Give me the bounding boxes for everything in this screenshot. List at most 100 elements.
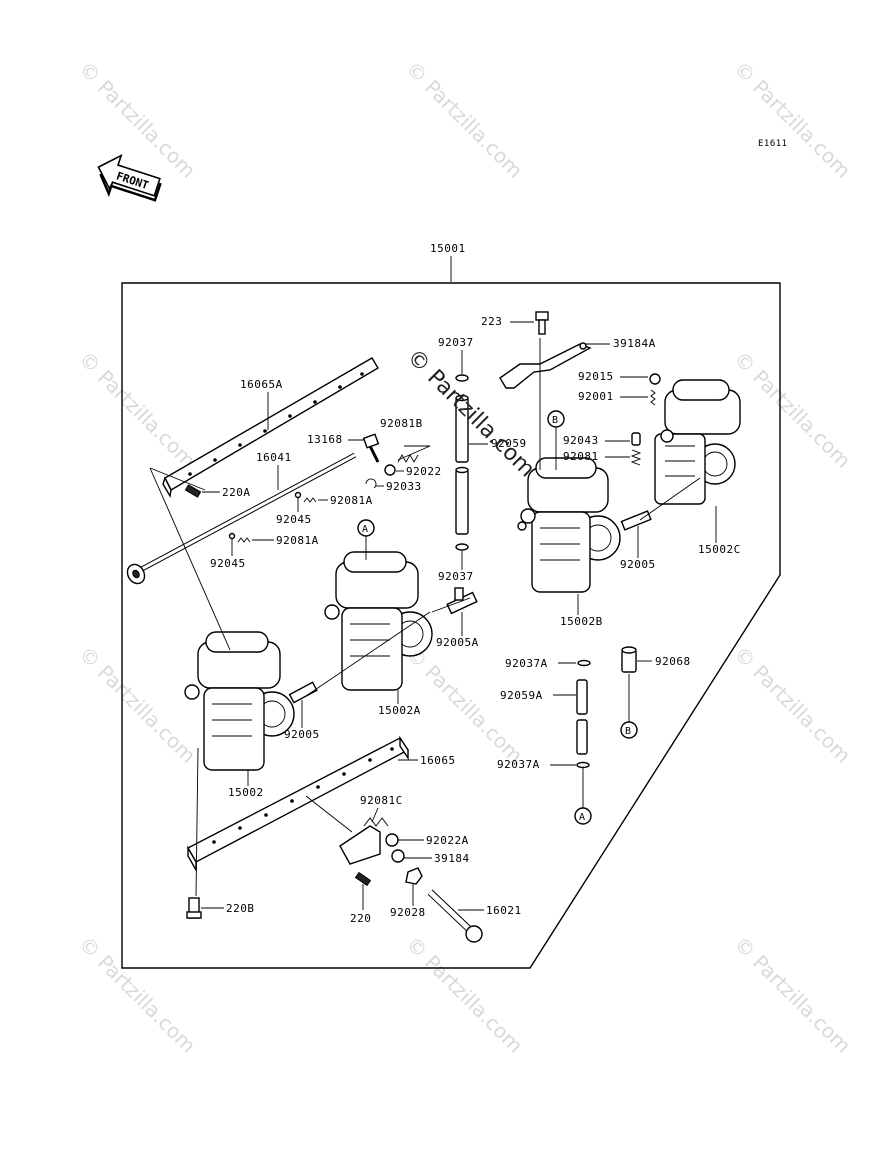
ref-B-upper-text: B <box>552 415 559 426</box>
bolt-223 <box>535 311 549 335</box>
spring-92022A <box>385 833 405 863</box>
rail-16065 <box>187 735 410 873</box>
label-92001: 92001 <box>578 390 614 403</box>
part-labels: 223 39184A 92037 92015 92001 16065A 9208… <box>201 315 741 925</box>
label-16021: 16021 <box>486 904 522 917</box>
label-220B: 220B <box>226 902 255 915</box>
label-16065A: 16065A <box>240 378 283 391</box>
ref-A-upper: A <box>357 519 375 537</box>
label-92081A-2: 92081A <box>276 534 319 547</box>
tube-92059A-upper <box>576 679 588 715</box>
label-92045-1: 92045 <box>276 513 312 526</box>
label-92081: 92081 <box>563 450 599 463</box>
label-92045-2: 92045 <box>210 557 246 570</box>
cap-92037-top <box>455 374 469 382</box>
label-220: 220 <box>350 912 371 925</box>
cap-92037-mid <box>455 543 469 551</box>
bracket-39184A <box>499 342 592 389</box>
washer-92022 <box>384 464 396 476</box>
rod-16041 <box>126 452 357 585</box>
tube-92059 <box>455 394 469 535</box>
label-92022A: 92022A <box>426 834 469 847</box>
label-92068: 92068 <box>655 655 691 668</box>
label-92037-mid: 92037 <box>438 570 474 583</box>
label-92043: 92043 <box>563 434 599 447</box>
bracket-39184 <box>339 817 389 865</box>
assembly-label: 15001 <box>430 242 466 255</box>
ref-B-lower-text: B <box>625 726 632 737</box>
watermark-2: © Partzilla.com <box>401 57 527 183</box>
plunger-92043 <box>631 432 641 446</box>
label-92005-left: 92005 <box>284 728 320 741</box>
label-15002: 15002 <box>228 786 264 799</box>
carburetor-15002B <box>517 457 621 593</box>
front-arrow-icon: FRONT <box>97 153 162 202</box>
tube-92059A-lower <box>576 719 588 755</box>
watermark-3: © Partzilla.com <box>729 57 855 183</box>
label-92005A: 92005A <box>436 636 479 649</box>
carburetor-15002A <box>324 551 433 691</box>
label-92081A-1: 92081A <box>330 494 373 507</box>
label-15002C: 15002C <box>698 543 741 556</box>
pipe-92005-left <box>288 681 318 704</box>
label-92037A-2: 92037A <box>497 758 540 771</box>
label-16041: 16041 <box>256 451 292 464</box>
nut-92028 <box>405 867 423 885</box>
carburetor-15002C <box>654 379 741 505</box>
watermark-8: © Partzilla.com <box>729 642 855 768</box>
pipe-92005-right <box>620 510 652 531</box>
ref-A-lower-text: A <box>579 812 586 823</box>
label-39184: 39184 <box>434 852 470 865</box>
watermark-4: © Partzilla.com <box>74 347 200 473</box>
watermark-5: © Partzilla.com <box>729 347 855 473</box>
label-223: 223 <box>481 315 502 328</box>
label-92037A-1: 92037A <box>505 657 548 670</box>
label-13168: 13168 <box>307 433 343 446</box>
screw-220A <box>184 484 202 498</box>
ref-B-lower: B <box>620 721 638 739</box>
ref-B-upper: B <box>547 410 565 428</box>
watermark-1: © Partzilla.com <box>74 57 200 183</box>
label-92022: 92022 <box>406 465 442 478</box>
label-92033: 92033 <box>386 480 422 493</box>
bolt-220B <box>186 897 202 919</box>
spring-92081A-1 <box>303 497 317 503</box>
spring-92081B <box>397 454 419 463</box>
watermark-11: © Partzilla.com <box>729 932 855 1058</box>
label-92037-top: 92037 <box>438 336 474 349</box>
ball-92045-2 <box>228 532 236 540</box>
label-39184A: 39184A <box>613 337 656 350</box>
label-92059A: 92059A <box>500 689 543 702</box>
clip-92033 <box>365 478 377 489</box>
label-92028: 92028 <box>390 906 426 919</box>
watermark-6: © Partzilla.com <box>74 642 200 768</box>
ref-A-lower: A <box>574 807 592 825</box>
rail-16065A <box>162 357 379 499</box>
bolt-220 <box>354 871 372 887</box>
label-15002A: 15002A <box>378 704 421 717</box>
label-220A: 220A <box>222 486 251 499</box>
watermark-9: © Partzilla.com <box>74 932 200 1058</box>
cap-92015 <box>649 373 661 385</box>
spring-92081A-2 <box>237 537 251 543</box>
label-92081C: 92081C <box>360 794 403 807</box>
connector-lines <box>149 338 701 897</box>
spring-92081 <box>630 449 642 466</box>
lever-13168 <box>362 433 380 463</box>
cap-92037A-1 <box>577 659 591 667</box>
label-92059: 92059 <box>491 437 527 450</box>
spring-92001 <box>650 389 656 406</box>
label-16065: 16065 <box>420 754 456 767</box>
ball-92045-1 <box>294 491 302 499</box>
cap-92037A-2 <box>576 761 590 769</box>
label-92081B: 92081B <box>380 417 423 430</box>
label-15002B: 15002B <box>560 615 603 628</box>
label-92005-right: 92005 <box>620 558 656 571</box>
diagram-code: E1611 <box>758 139 788 149</box>
sleeve-92068 <box>621 646 637 673</box>
label-92015: 92015 <box>578 370 614 383</box>
assembly-frame <box>121 282 781 969</box>
screw-16021 <box>427 889 483 943</box>
